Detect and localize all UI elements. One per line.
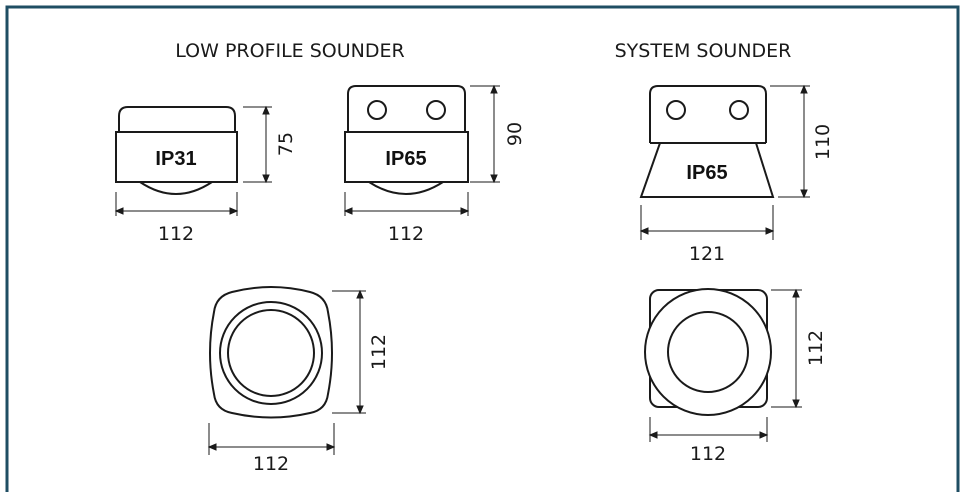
low-profile-title: LOW PROFILE SOUNDER: [175, 40, 404, 62]
ip31-rating-label: IP31: [155, 148, 196, 170]
ip31-cap: [118, 106, 236, 132]
ip65-right-hole: [426, 100, 446, 120]
system-height-dimension: [770, 84, 810, 199]
ip31-body: [115, 131, 238, 183]
system-right-hole: [729, 100, 749, 120]
system-inner-disc: [667, 311, 749, 393]
system-mount-box: [649, 85, 767, 143]
low-profile-outer-shell: [209, 286, 333, 419]
system-top-view: [644, 288, 772, 416]
system-left-hole: [666, 100, 686, 120]
ip31-width-dimension: [114, 192, 239, 216]
frame-border: [5, 5, 960, 492]
system-side-view: [639, 85, 775, 198]
ip31-side-view: [115, 106, 238, 195]
ip65-dome: [368, 181, 444, 195]
system-width-label: 121: [689, 243, 725, 265]
ip65-height-label: 90: [504, 122, 526, 146]
ip65-width-dimension: [343, 192, 470, 216]
ip65-left-hole: [367, 100, 387, 120]
system-height-label: 110: [812, 124, 834, 160]
low-profile-top-width-label: 112: [253, 453, 289, 475]
ip31-height-label: 75: [275, 132, 297, 156]
system-width-dimension: [639, 205, 775, 240]
ip31-dome: [139, 181, 213, 195]
low-profile-top-height-dimension: [332, 289, 366, 415]
system-top-height-dimension: [771, 288, 802, 409]
ip31-height-dimension: [243, 105, 272, 184]
system-outer-disc: [644, 288, 772, 416]
system-top-width-label: 112: [690, 443, 726, 465]
low-profile-top-width-dimension: [207, 423, 336, 455]
system-top-height-label: 112: [805, 330, 827, 366]
low-profile-top-height-label: 112: [368, 334, 390, 370]
ip65-rating-label: IP65: [385, 148, 426, 170]
system-rating-label: IP65: [686, 162, 727, 184]
ip65-width-label: 112: [388, 223, 424, 245]
system-sounder-title: SYSTEM SOUNDER: [615, 40, 792, 62]
ip65-body: [344, 131, 469, 183]
low-profile-ring: [219, 301, 323, 405]
ip31-width-label: 112: [158, 223, 194, 245]
system-top-width-dimension: [648, 417, 769, 442]
ip65-mount-box: [347, 85, 466, 132]
system-horn-body: [639, 142, 775, 198]
low-profile-top-view: [209, 286, 333, 419]
low-profile-inner-disc: [227, 309, 315, 397]
ip65-side-view: [344, 85, 469, 195]
ip65-height-dimension: [470, 84, 500, 184]
